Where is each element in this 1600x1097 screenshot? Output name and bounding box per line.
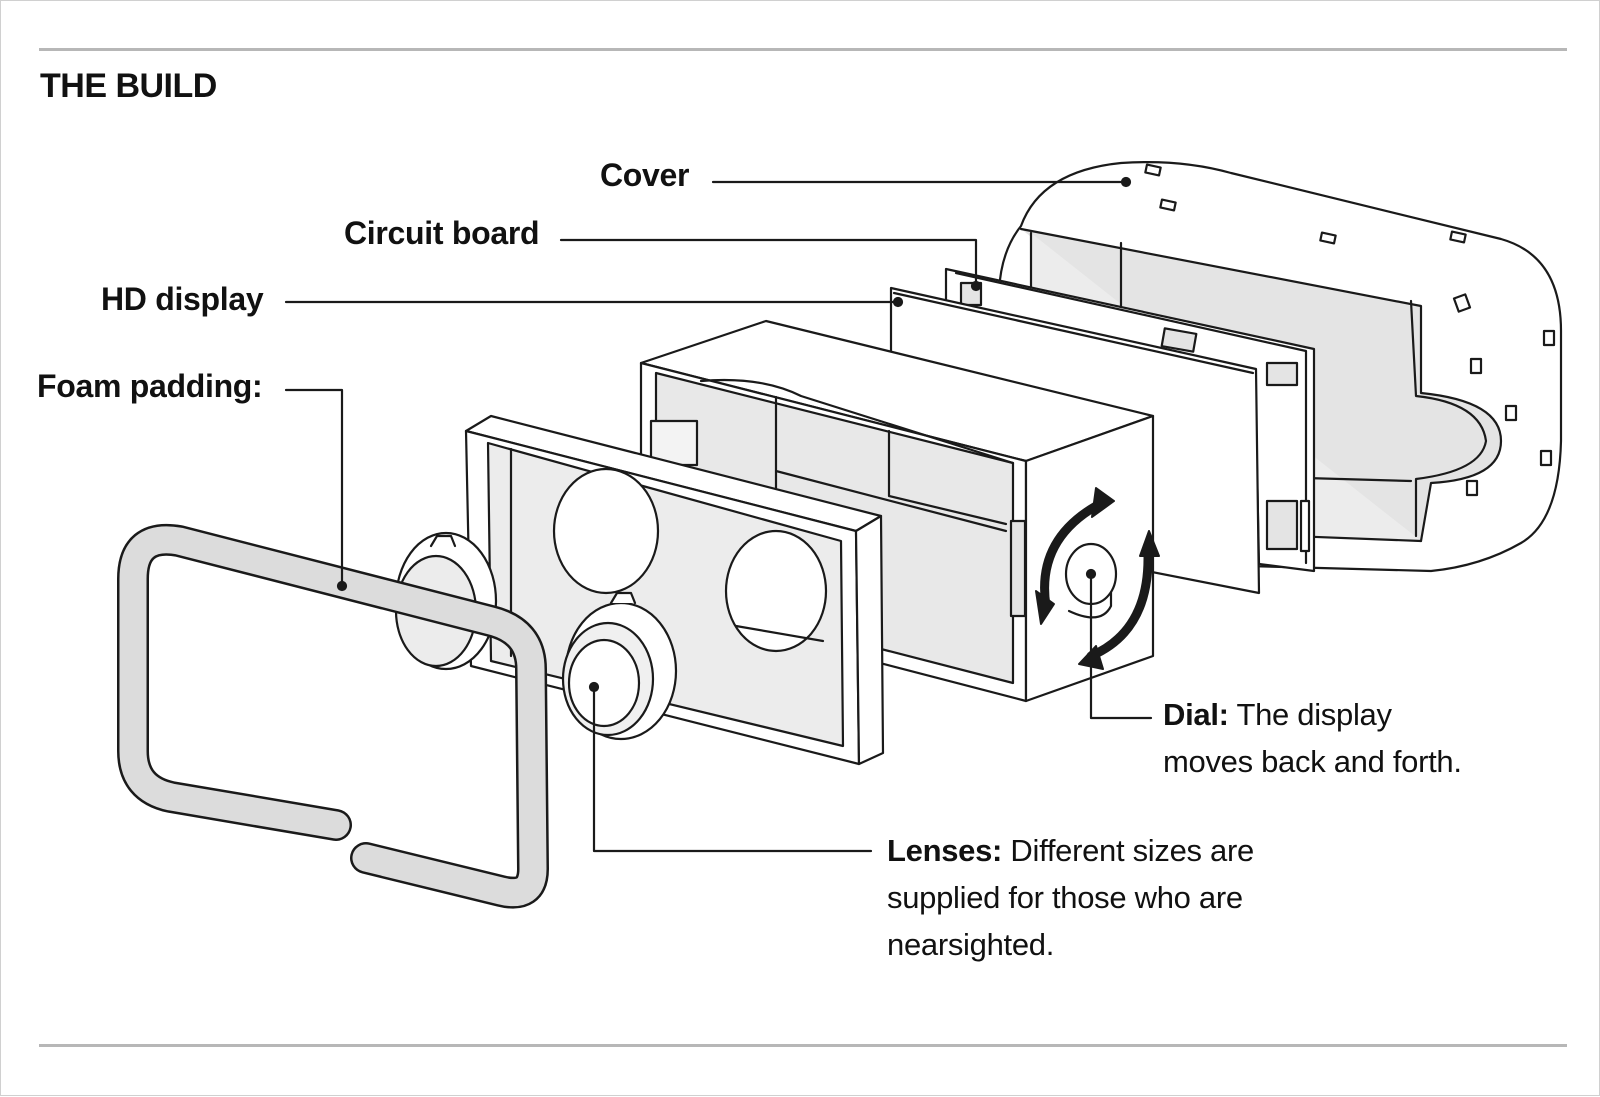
circuit-board-leader — [559, 238, 978, 283]
dial-annotation: Dial: The display moves back and forth. — [1163, 691, 1462, 785]
circuit-board-label: Circuit board — [344, 215, 540, 251]
bottom-rule — [39, 1044, 1567, 1047]
top-rule — [39, 48, 1567, 51]
lenses-name: Lenses: — [887, 833, 1003, 868]
foam-padding-part — [117, 523, 549, 909]
hd-display-label: HD display — [101, 281, 264, 317]
cover-label: Cover — [600, 157, 690, 193]
lenses-annotation: Lenses: Different sizes are supplied for… — [887, 827, 1254, 968]
dial-leader — [1089, 576, 1153, 720]
figure-title: THE BUILD — [40, 67, 217, 105]
lenses-text-2: supplied for those who are — [887, 880, 1243, 915]
lenses-leader — [592, 689, 873, 853]
dial-text-2: moves back and forth. — [1163, 744, 1462, 779]
foam-padding-leader — [284, 388, 344, 588]
dial-name: Dial: — [1163, 697, 1229, 732]
lenses-text-1: Different sizes are — [1010, 833, 1254, 868]
leader-lines — [284, 176, 1153, 853]
lenses-text-3: nearsighted. — [887, 927, 1055, 962]
dial-text-1: The display — [1236, 697, 1392, 732]
foam-padding-label: Foam padding: — [37, 368, 263, 404]
lenses-part — [394, 531, 678, 741]
